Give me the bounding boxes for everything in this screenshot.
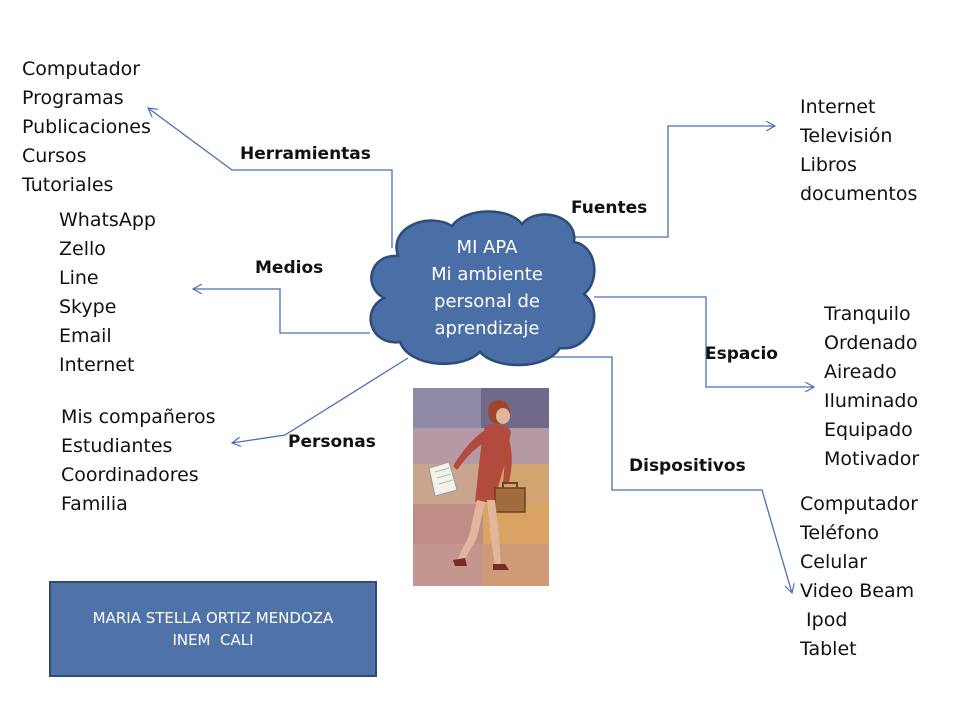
list-item: Ordenado [824,332,918,354]
list-item: Televisión [800,125,893,147]
list-item: Teléfono [800,522,880,544]
list-item: documentos [800,183,918,205]
label-herramientas: Herramientas [240,144,371,164]
list-personas: Mis compañeros Estudiantes Coordinadores… [61,403,216,519]
center-line-4: aprendizaje [434,318,540,339]
list-item: Equipado [824,419,913,441]
connector-espacio [594,296,814,387]
connector-dispositivos [532,356,792,593]
label-medios: Medios [255,258,324,278]
connector-medios [193,289,370,334]
list-item: Programas [22,87,124,109]
list-fuentes: Internet Televisión Libros documentos [800,93,917,209]
center-line-3: personal de [434,291,540,312]
list-item: Computador [800,493,919,515]
list-item: Tablet [800,638,857,660]
author-school: INEM CALI [172,631,254,649]
list-item: Coordinadores [61,464,199,486]
connector-personas [232,357,409,443]
list-item: Motivador [824,448,920,470]
list-item: Cursos [22,145,87,167]
label-espacio: Espacio [705,344,778,364]
list-item: Zello [59,238,106,260]
list-item: Video Beam [800,580,915,602]
list-item: Ipod [800,609,848,631]
list-item: Email [59,325,112,347]
list-item: Skype [59,296,117,318]
author-name: MARIA STELLA ORTIZ MENDOZA [92,609,334,627]
connector-fuentes [568,126,775,238]
list-item: Aireado [824,361,897,383]
list-item: Internet [800,96,876,118]
list-item: Iluminado [824,390,919,412]
list-item: Tranquilo [824,303,911,325]
label-fuentes: Fuentes [571,198,648,218]
connector-herramientas [148,108,393,248]
list-item: Estudiantes [61,435,173,457]
list-item: Publicaciones [22,116,151,138]
center-topic: MI APA Mi ambiente personal de aprendiza… [392,234,582,342]
list-item: Internet [59,354,135,376]
center-line-1: MI APA [456,237,518,258]
list-medios: WhatsApp Zello Line Skype Email Internet [59,206,156,380]
list-item: Celular [800,551,868,573]
list-dispositivos: Computador Teléfono Celular Video Beam I… [800,490,918,664]
list-item: Tutoriales [22,174,114,196]
center-line-2: Mi ambiente [431,264,543,285]
list-item: Libros [800,154,857,176]
list-espacio: Tranquilo Ordenado Aireado Iluminado Equ… [824,300,919,474]
list-item: Line [59,267,99,289]
businesswoman-walking-clipart [413,388,549,586]
label-personas: Personas [288,432,376,452]
list-item: WhatsApp [59,209,156,231]
label-dispositivos: Dispositivos [629,456,746,476]
list-item: Mis compañeros [61,406,216,428]
list-herramientas: Computador Programas Publicaciones Curso… [22,55,151,200]
list-item: Computador [22,58,141,80]
list-item: Familia [61,493,128,515]
author-box: MARIA STELLA ORTIZ MENDOZA INEM CALI [49,581,377,677]
